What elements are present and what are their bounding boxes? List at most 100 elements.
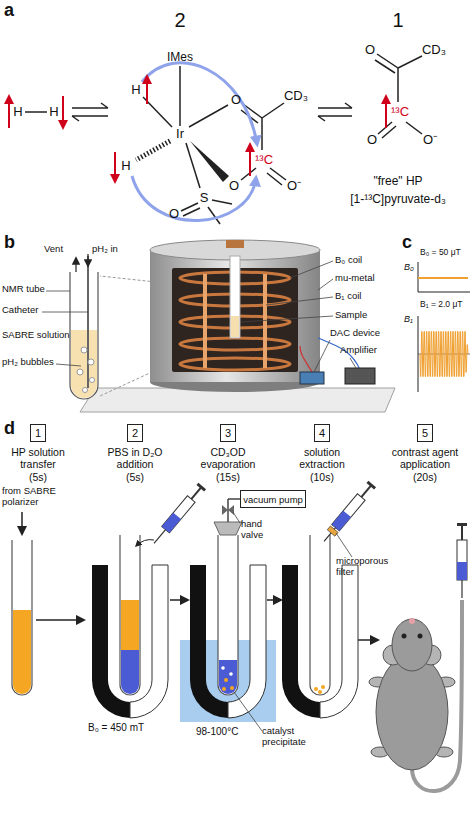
step-label: HP solution transfer [2,446,74,470]
nmr-tube-inset [75,258,76,272]
compound-caption: "free" HP [373,175,422,189]
mu-metal-shield [150,240,320,392]
chemical-structure [377,54,398,68]
transfer-arrow [267,599,281,601]
leader-line [290,261,333,278]
chemical-structure [262,103,284,118]
spin-arrow [62,96,64,128]
atom-label: O⁻ [423,133,437,148]
flow-label: pH₂ in [92,244,118,255]
leader-line [318,279,333,290]
syringe [320,481,376,545]
syringe [136,481,467,598]
leader-line [314,340,330,372]
part-label: catalyst precipitate [262,726,324,748]
nmr-tube-inset [70,254,98,399]
atom-label: S [200,191,209,206]
b1-coil [203,274,207,368]
field-value: B₁ = 2.0 μT [420,300,463,310]
chemical-structure [267,173,282,185]
chemical-structure [375,60,395,73]
sample-tube [229,672,233,676]
step-number-box: 2 [127,424,143,442]
atom-label: O [229,179,239,194]
mu-metal-shield [150,250,320,382]
sample-tube [230,686,234,690]
chemical-structure [72,103,108,108]
compound-caption: [1-¹³C]pyruvate-d₃ [350,193,446,207]
atom-label: O⁻ [287,179,301,194]
atom-label: CD₃ [284,89,308,104]
node-text: 4 [319,427,325,439]
temperature-label: 98-100°C [196,726,238,738]
nmr-tube-inset [70,272,98,399]
chemical-structure [398,56,422,68]
leader-line [350,358,356,368]
syringe [457,523,467,598]
step-number-box: 1 [30,424,46,442]
node-text: vacuum pump [243,494,303,505]
step-number-box: 5 [417,424,433,442]
part-label: Amplifier [340,345,377,356]
nmr-tube-inset [88,359,94,365]
syringe [320,481,376,545]
pump-box: vacuum pump [240,490,306,508]
step-time: (10s) [292,471,352,483]
chemical-structure [208,207,220,224]
sample-tube [230,256,240,338]
vacuum-line [214,522,242,535]
nmr-tube-inset [71,330,97,398]
node-text: 5 [422,427,428,439]
transfer-arrow [36,619,84,621]
leader-line [56,364,81,366]
electronics [345,368,375,384]
flow-label: Vent [44,244,63,255]
b0-coil [180,338,290,350]
axis-label: B₁ [404,314,413,324]
part-label: NMR tube [2,284,45,295]
node-text: 1 [35,427,41,439]
sample-tube [12,535,330,695]
compound-number: 2 [174,9,185,32]
axis-label: B₀ [404,262,414,272]
sample-tube [12,540,32,695]
sample-tube [314,687,318,691]
spin-arrow [8,96,10,128]
syringe [327,526,338,536]
panel-letter: d [4,418,15,439]
chemical-structure [136,141,170,160]
sample-tube [224,678,228,682]
mouse [402,634,407,639]
transfer-arrow [21,512,23,534]
mouse [392,619,432,671]
isotope-label: ¹³C [255,153,273,168]
part-label: DAC device [330,328,380,339]
sample-tube [321,685,325,689]
chemical-structure [190,141,229,182]
step-number-box: 3 [220,424,236,442]
sample-tube [226,240,244,248]
atom-label: CD₃ [422,43,446,58]
leader-line [241,316,333,322]
vacuum-line [227,499,229,522]
sample-tube [219,660,237,694]
sample-tube [226,240,244,338]
polarization-transfer-arrow [142,63,257,144]
nmr-tube-inset [81,347,87,353]
atom-label: O [231,93,241,108]
field-plot [418,262,470,392]
sample-tube [310,535,330,695]
chemical-structure [179,66,181,126]
step-label: CD₃OD evaporation [186,446,270,470]
syringe [150,483,206,547]
step-label: PBS in D₂O addition [93,446,177,470]
sample-tube [222,687,226,691]
mouse [418,634,423,639]
chemical-structure [189,105,228,127]
chemical-structure [212,200,232,204]
vacuum-line [222,505,234,515]
chemical-structure [241,168,256,180]
atom-label: H [49,105,58,120]
spin-arrow [146,76,148,104]
atom-label: O [169,207,179,222]
